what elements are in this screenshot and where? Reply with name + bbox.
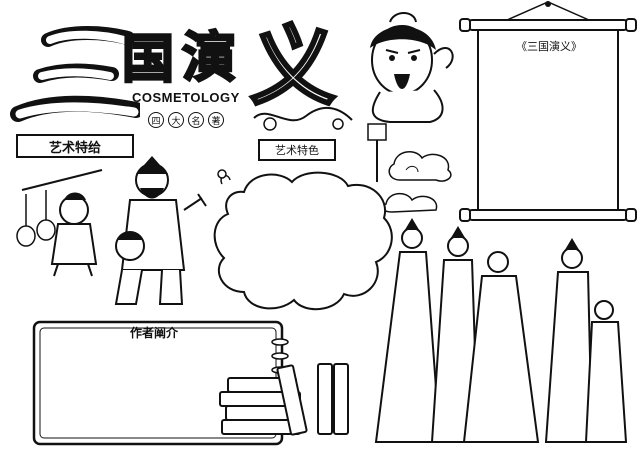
title-char-yan: 演 xyxy=(181,25,238,89)
cartoon-strategist-illustration xyxy=(370,12,454,123)
lamp-and-clouds-illustration xyxy=(367,123,452,213)
art-features-left-box: 艺术特给 xyxy=(16,134,134,158)
book-stack-illustration xyxy=(219,363,349,436)
title-seal-1: 四 xyxy=(148,112,164,128)
title-seal-4: 著 xyxy=(208,112,224,128)
title-char-yi: 义 xyxy=(249,16,338,117)
warriors-illustration xyxy=(16,156,207,305)
title-seal-3: 名 xyxy=(188,112,204,128)
cloud-bubble-frame xyxy=(213,169,393,311)
hanging-scroll xyxy=(459,1,637,222)
art-features-mid-box: 艺术特色 xyxy=(258,139,336,161)
title-char-guo: 国 xyxy=(121,29,176,90)
cloud-swirl-decoration xyxy=(253,106,353,131)
title-seal-2: 大 xyxy=(168,112,184,128)
author-intro-title: 作者阐介 xyxy=(130,326,179,340)
scroll-title: 《三国演义》 xyxy=(516,40,582,53)
title-latin-text: COSMETOLOGY xyxy=(132,90,240,105)
officials-group-illustration xyxy=(374,218,628,443)
brush-swash-decoration xyxy=(10,26,140,122)
